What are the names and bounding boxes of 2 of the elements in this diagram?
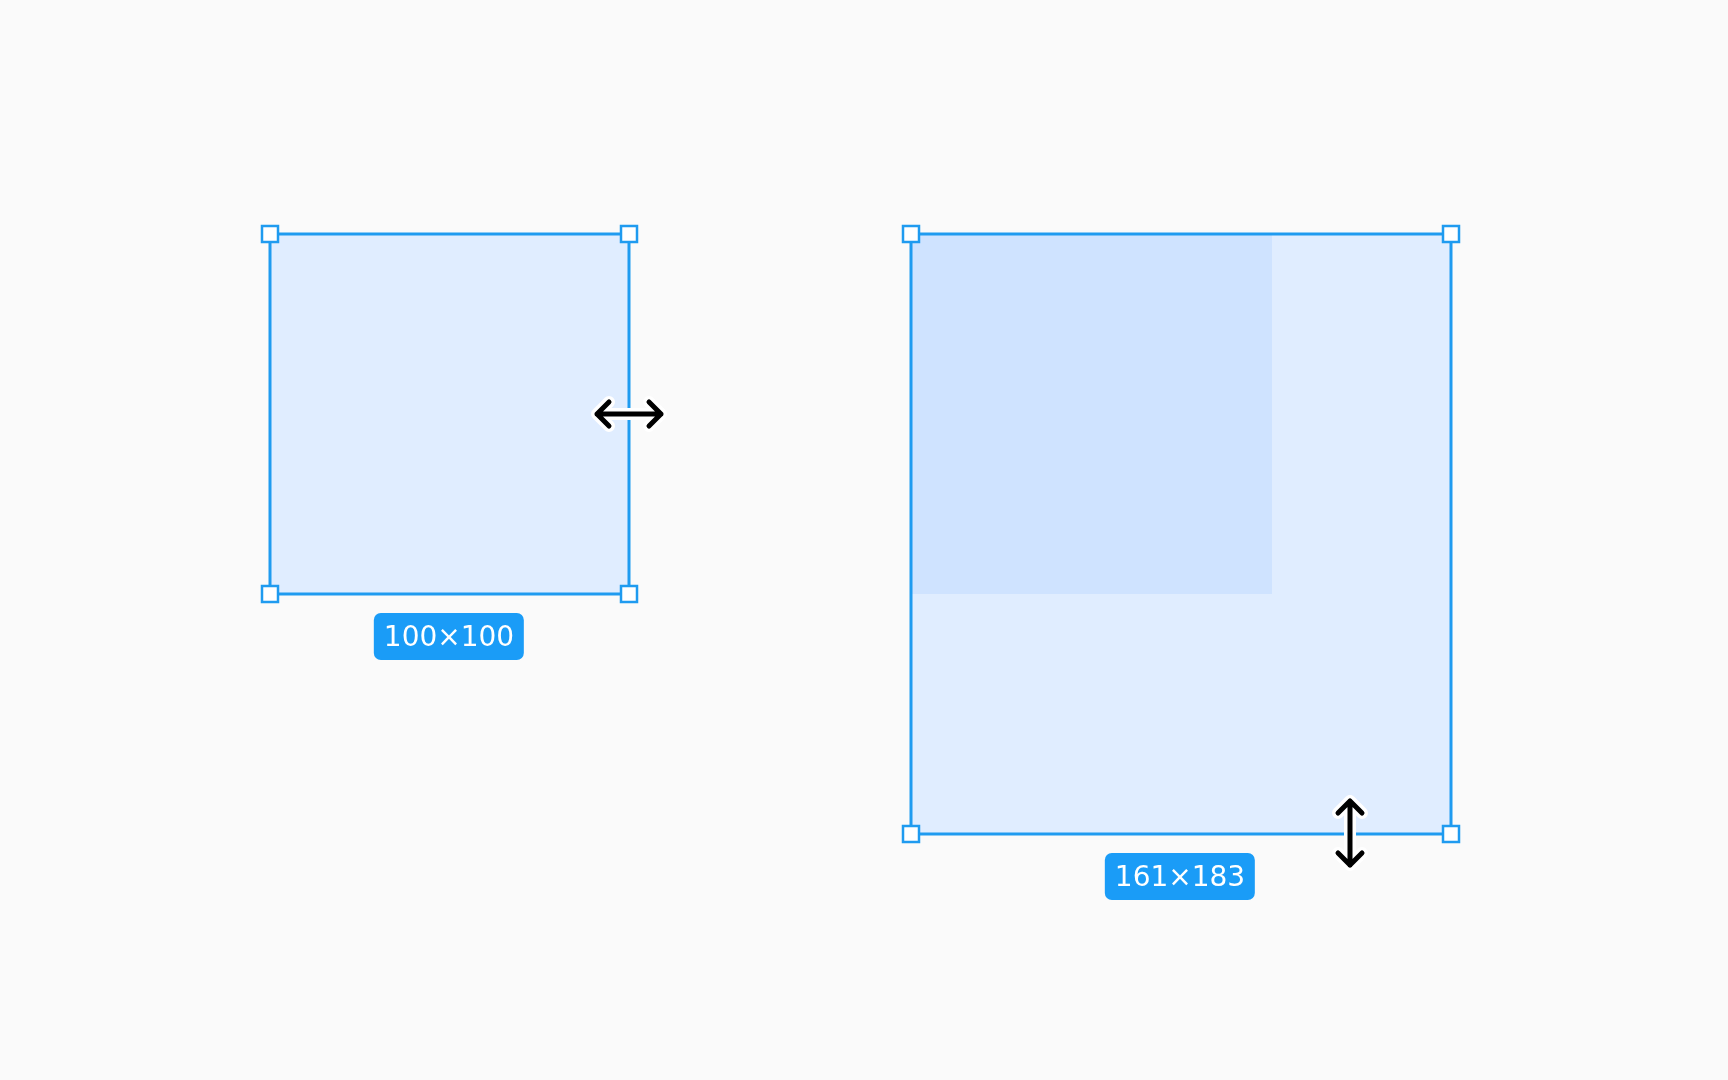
dimension-label: 100×100 — [373, 613, 525, 660]
dimension-label: 161×183 — [1104, 853, 1256, 900]
